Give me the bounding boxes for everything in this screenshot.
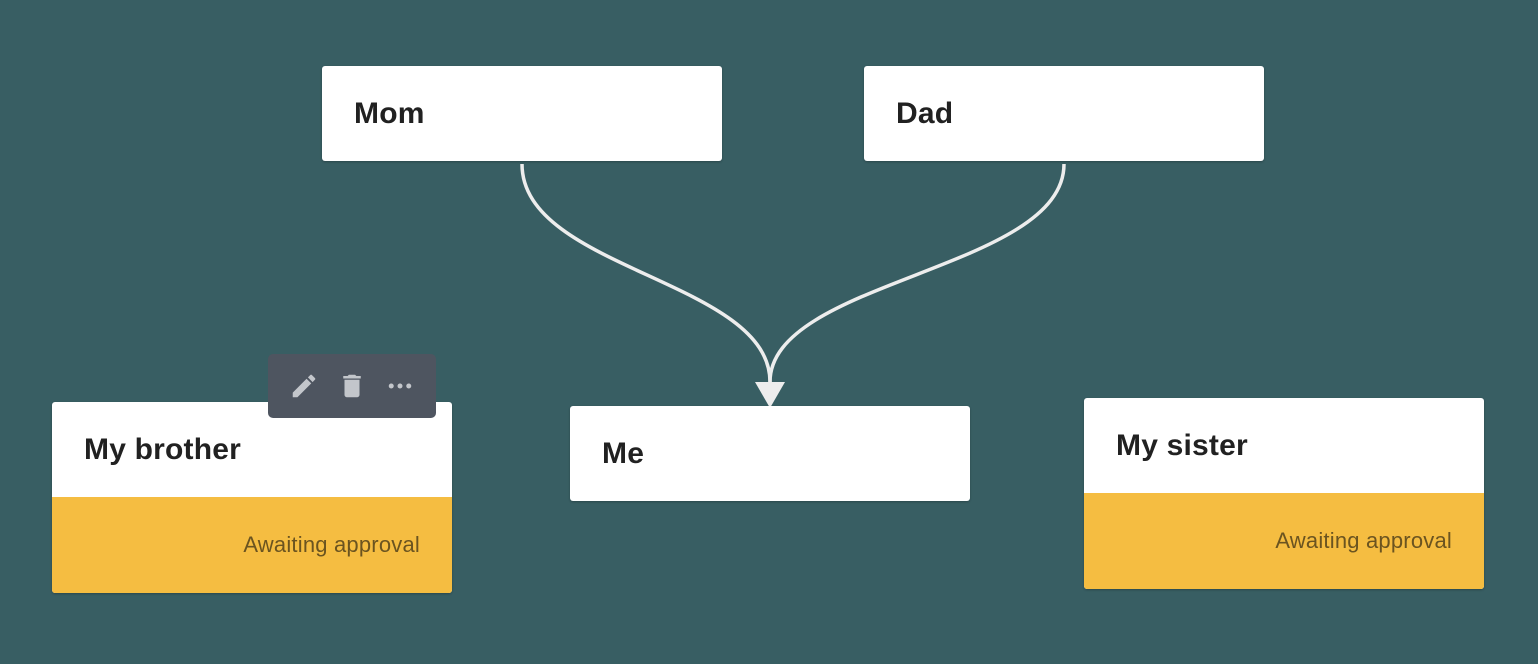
node-my-brother-status-band: Awaiting approval (52, 497, 452, 593)
edge-mom-to-me (520, 163, 772, 383)
node-mom[interactable]: Mom (322, 66, 722, 161)
node-action-toolbar (268, 354, 436, 418)
node-my-sister-header: My sister (1084, 398, 1484, 493)
node-me[interactable]: Me (570, 406, 970, 501)
status-awaiting-approval: Awaiting approval (243, 532, 420, 557)
node-mom-label: Mom (354, 96, 425, 130)
node-my-brother[interactable]: My brother Awaiting approval (52, 402, 452, 593)
node-dad-header: Dad (864, 66, 1264, 161)
edge-arrowhead (755, 382, 785, 408)
node-dad-label: Dad (896, 96, 954, 130)
more-options-button[interactable] (383, 369, 417, 403)
node-my-brother-header: My brother (52, 402, 452, 497)
node-me-label: Me (602, 436, 645, 470)
node-my-sister-label: My sister (1116, 428, 1248, 462)
edge-dad-to-me (768, 163, 1066, 383)
more-horizontal-icon (388, 383, 412, 389)
pencil-icon (292, 374, 316, 398)
node-me-header: Me (570, 406, 970, 501)
trash-icon (343, 374, 361, 398)
delete-button[interactable] (335, 369, 369, 403)
edit-button[interactable] (287, 369, 321, 403)
node-dad[interactable]: Dad (864, 66, 1264, 161)
node-my-sister-status-band: Awaiting approval (1084, 493, 1484, 589)
node-mom-header: Mom (322, 66, 722, 161)
status-awaiting-approval: Awaiting approval (1275, 528, 1452, 553)
node-my-sister[interactable]: My sister Awaiting approval (1084, 398, 1484, 589)
node-my-brother-label: My brother (84, 432, 242, 466)
